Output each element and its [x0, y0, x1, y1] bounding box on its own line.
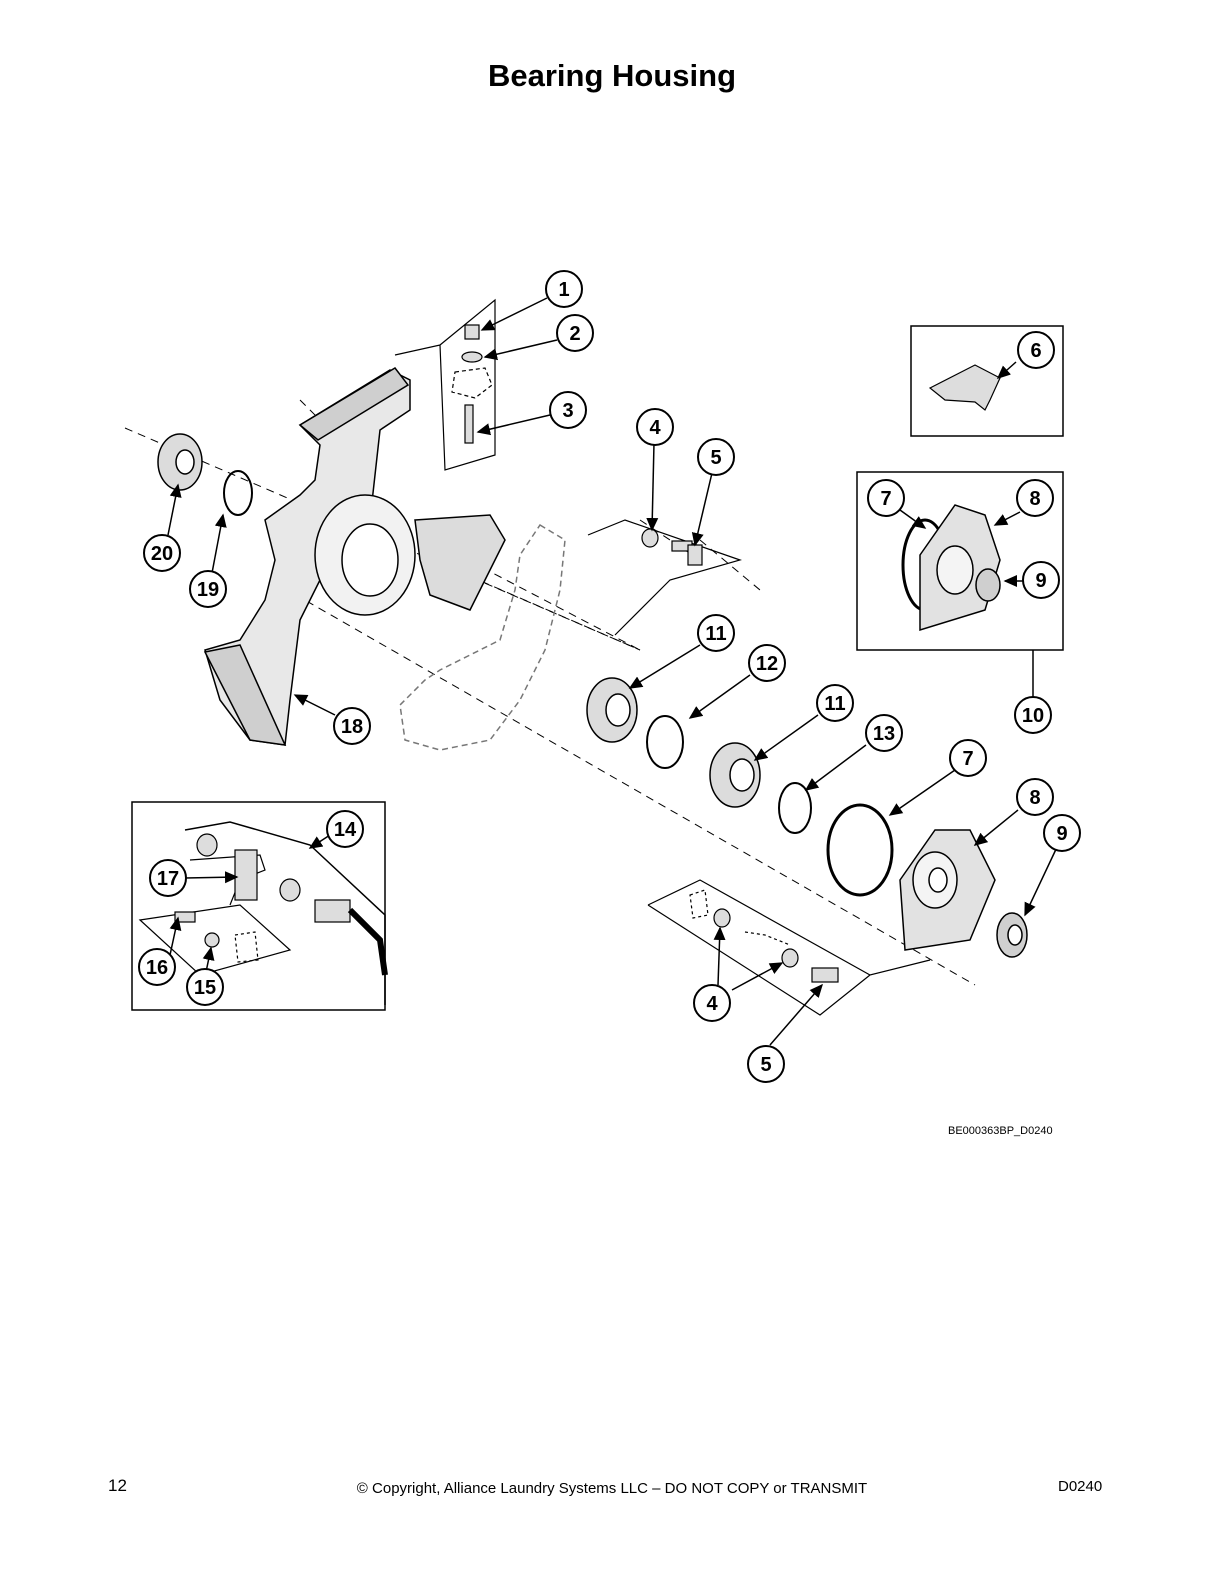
detail-bracket-4-5-lower [647, 879, 931, 1016]
seal-part-9 [996, 912, 1028, 958]
inset-box-14 [131, 801, 386, 1011]
callout-label: 1 [558, 279, 569, 301]
callout-2: 2 [556, 314, 594, 352]
callout-label: 11 [705, 623, 726, 645]
callout-label: 14 [334, 819, 357, 841]
callout-14: 14 [326, 810, 364, 848]
callout-18: 18 [333, 707, 371, 745]
callout-7: 7 [867, 479, 905, 517]
callout-5: 5 [697, 438, 735, 476]
callout-6: 6 [1017, 331, 1055, 369]
callout-label: 16 [146, 957, 168, 979]
callout-20: 20 [143, 534, 181, 572]
nut-part-1 [451, 324, 493, 444]
callout-label: 9 [1035, 570, 1046, 592]
bracket-part-6 [928, 364, 1001, 411]
callout-3: 3 [549, 391, 587, 429]
callout-label: 8 [1029, 787, 1040, 809]
callout-label: 5 [710, 447, 721, 469]
callout-19: 19 [189, 570, 227, 608]
bearing-part-20 [157, 433, 203, 491]
callout-12: 12 [748, 644, 786, 682]
bearing-housing-part-18 [203, 367, 506, 746]
callout-label: 17 [157, 868, 179, 890]
page-title: Bearing Housing [487, 58, 736, 93]
bearing-cap-part-8 [899, 829, 996, 951]
sensor-assembly-part-14 [138, 821, 388, 1005]
snap-ring-part-13 [778, 782, 812, 834]
callout-label: 3 [562, 400, 573, 422]
callout-label: 19 [197, 579, 219, 601]
callout-9: 9 [1022, 561, 1060, 599]
callout-13: 13 [865, 714, 903, 752]
callout-11a: 11 [697, 614, 735, 652]
callout-15: 15 [186, 968, 224, 1006]
callout-label: 2 [569, 323, 580, 345]
callout-label: 9 [1056, 823, 1067, 845]
callouts: 1 2 3 4 5 6 7 8 9 10 11 12 11 13 7 8 9 1… [138, 270, 1081, 1083]
bearing-part-11a [586, 677, 638, 743]
callout-17: 17 [149, 859, 187, 897]
callout-label: 12 [756, 653, 778, 675]
callout-label: 11 [824, 693, 845, 715]
callout-8: 8 [1016, 479, 1054, 517]
callout-label: 4 [706, 993, 718, 1015]
copyright-notice: © Copyright, Alliance Laundry Systems LL… [356, 1480, 868, 1497]
assembly-part-10 [901, 504, 1001, 632]
callout-9b: 9 [1043, 814, 1081, 852]
o-ring-part-7 [826, 803, 894, 897]
callout-label: 6 [1030, 340, 1041, 362]
callout-label: 4 [649, 417, 661, 439]
snap-ring-part-12 [646, 715, 684, 769]
callout-label: 18 [341, 716, 363, 738]
washer-bolt-upper [641, 528, 703, 566]
callout-7b: 7 [949, 739, 987, 777]
callout-8b: 8 [1016, 778, 1054, 816]
page-number: 12 [108, 1476, 127, 1495]
figure-id: BE000363BP_D0240 [948, 1125, 1053, 1137]
bearing-part-11b [709, 742, 761, 808]
callout-label: 7 [962, 748, 973, 770]
detail-bracket-1-3 [394, 298, 496, 471]
dashed-shield-outline [399, 523, 566, 751]
callout-4: 4 [636, 408, 674, 446]
callout-label: 5 [760, 1054, 771, 1076]
callout-label: 20 [151, 543, 173, 565]
callout-4b: 4 [693, 984, 731, 1022]
callout-5b: 5 [747, 1045, 785, 1083]
inset-box-6 [910, 325, 1064, 437]
washer-bolt-lower [689, 889, 839, 983]
document-code: D0240 [1058, 1478, 1103, 1495]
detail-bracket-4-5-upper [587, 519, 742, 636]
callout-label: 7 [880, 488, 891, 510]
callout-11b: 11 [816, 684, 854, 722]
leader-lines [167, 297, 1059, 1046]
callout-label: 10 [1022, 705, 1044, 727]
callout-10: 10 [1014, 696, 1052, 734]
callout-1: 1 [545, 270, 583, 308]
snap-ring-part-19 [223, 470, 253, 516]
callout-label: 13 [873, 723, 895, 745]
inset-box-10 [856, 471, 1064, 651]
callout-label: 15 [194, 977, 216, 999]
callout-16: 16 [138, 948, 176, 986]
callout-label: 8 [1029, 488, 1040, 510]
